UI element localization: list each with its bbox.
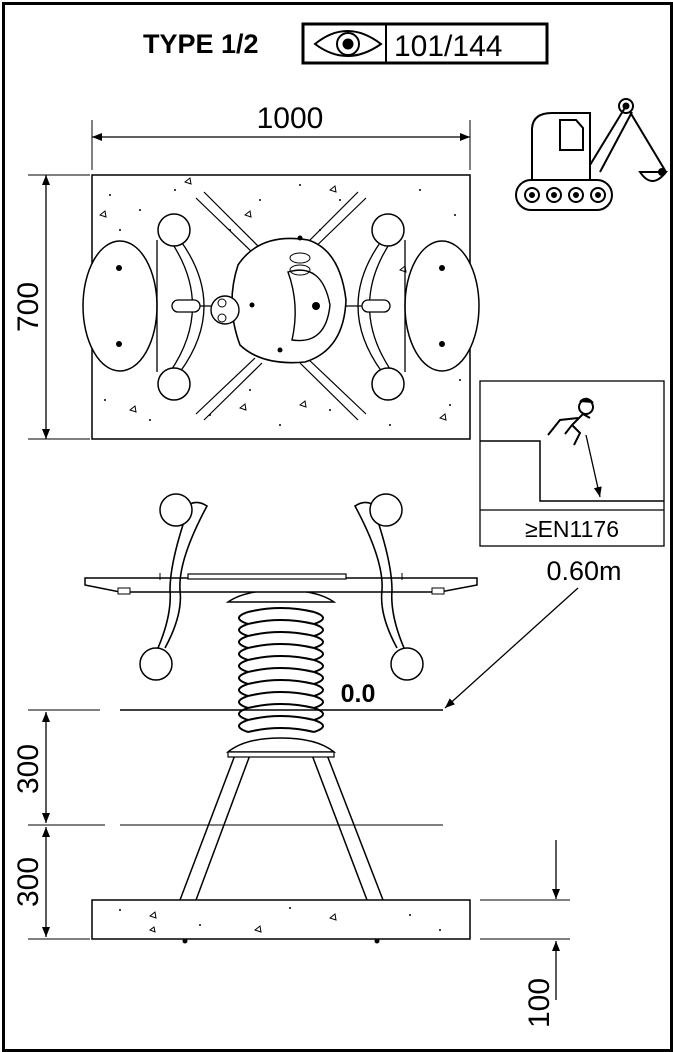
platform [84,577,478,593]
fall-info-box: ≥EN1176 [479,380,665,547]
en-standard-label: ≥EN1176 [525,516,619,542]
turtle-body-plan [210,235,347,364]
ground-level-label: 0.0 [341,680,376,708]
fall-height-leader [444,587,579,709]
type-label: TYPE 1/2 [143,29,259,59]
seat-left [82,240,158,372]
spring [238,607,324,733]
dimension-300-lower: 300 [12,857,45,907]
dimension-100: 100 [523,978,556,1028]
top-view-plan [82,174,480,440]
dimension-300-upper: 300 [12,744,45,794]
falling-child-icon [547,397,594,446]
height-dimension-label: 700 [12,282,45,332]
side-view: 0.0 300 300 100 [12,493,570,1028]
sheet-number: 101/144 [394,30,502,63]
concrete-footing [91,899,471,940]
width-dimension-label: 1000 [257,102,324,135]
seat-right [404,240,480,372]
top-width-dimension: 1000 [91,102,471,170]
handle-left [139,493,209,681]
eye-icon [313,30,383,57]
top-height-dimension: 700 [12,174,90,440]
fall-height-label: 0.60m [546,556,621,586]
sheet-number-box [301,22,549,65]
header: TYPE 1/2 101/144 [143,22,549,65]
handle-right [353,493,424,681]
support-legs [179,754,384,901]
excavator-icon [515,98,669,211]
